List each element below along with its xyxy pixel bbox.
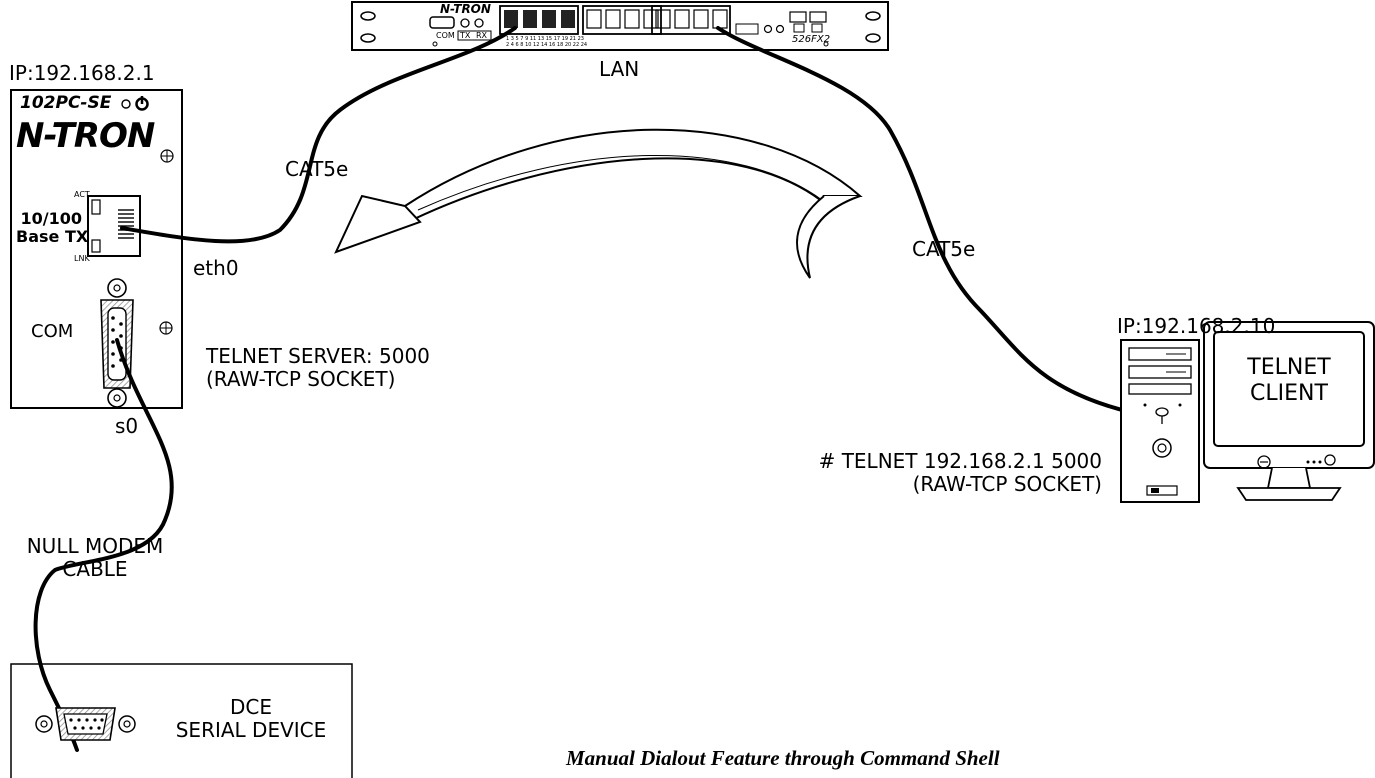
server-com-label: COM	[31, 321, 74, 342]
s0-label: s0	[115, 414, 139, 438]
switch-tx-label: TX	[460, 31, 471, 40]
figure-caption: Manual Dialout Feature through Command S…	[566, 746, 1000, 770]
server-model-label: 102PC-SE	[20, 93, 112, 113]
cable-cat5e-right	[716, 26, 1132, 414]
client-pc-tower	[1120, 339, 1200, 503]
server-brand-logo: N-TRON	[16, 116, 155, 156]
dce-label: DCE SERIAL DEVICE	[175, 695, 327, 742]
switch-rx-label: RX	[476, 31, 488, 40]
server-port-label: 10/100 Base TX	[16, 209, 89, 246]
cables	[33, 26, 1132, 752]
telnet-command-label: # TELNET 192.168.2.1 5000 (RAW-TCP SOCKE…	[818, 449, 1102, 496]
client-ip-label: IP:192.168.2.10	[1117, 314, 1276, 338]
cat5e-right-label: CAT5e	[912, 237, 976, 261]
switch-com-label: COM	[436, 31, 455, 40]
eth0-label: eth0	[193, 256, 239, 280]
null-modem-cable-label: NULL MODEM CABLE	[26, 534, 164, 581]
server-act-label: ACT	[74, 190, 90, 199]
server-lnk-label: LNK	[74, 254, 90, 263]
server-ip-label: IP:192.168.2.1	[9, 61, 155, 85]
svg-text:2 4 6 8 10 12 14 16 18 20 22 2: 2 4 6 8 10 12 14 16 18 20 22 24	[506, 42, 587, 48]
cable-cat5e-left	[120, 26, 517, 244]
switch-brand: N-TRON	[440, 2, 491, 16]
dce-device	[10, 663, 353, 778]
monitor-screen-text: TELNET CLIENT	[1247, 355, 1331, 407]
svg-text:1 3 5 7 9 11 13 15 17 19 21 23: 1 3 5 7 9 11 13 15 17 19 21 23	[506, 36, 584, 42]
switch-model: 526FX2	[792, 34, 831, 45]
lan-label: LAN	[599, 57, 640, 81]
curved-arrow	[334, 128, 863, 279]
lan-switch: 1 3 5 7 9 11 13 15 17 19 21 23 2 4 6 8 1…	[351, 1, 889, 51]
cat5e-left-label: CAT5e	[285, 157, 349, 181]
telnet-server-label: TELNET SERVER: 5000 (RAW-TCP SOCKET)	[206, 344, 430, 391]
client-monitor	[1203, 321, 1375, 501]
cable-null-modem	[33, 338, 174, 752]
